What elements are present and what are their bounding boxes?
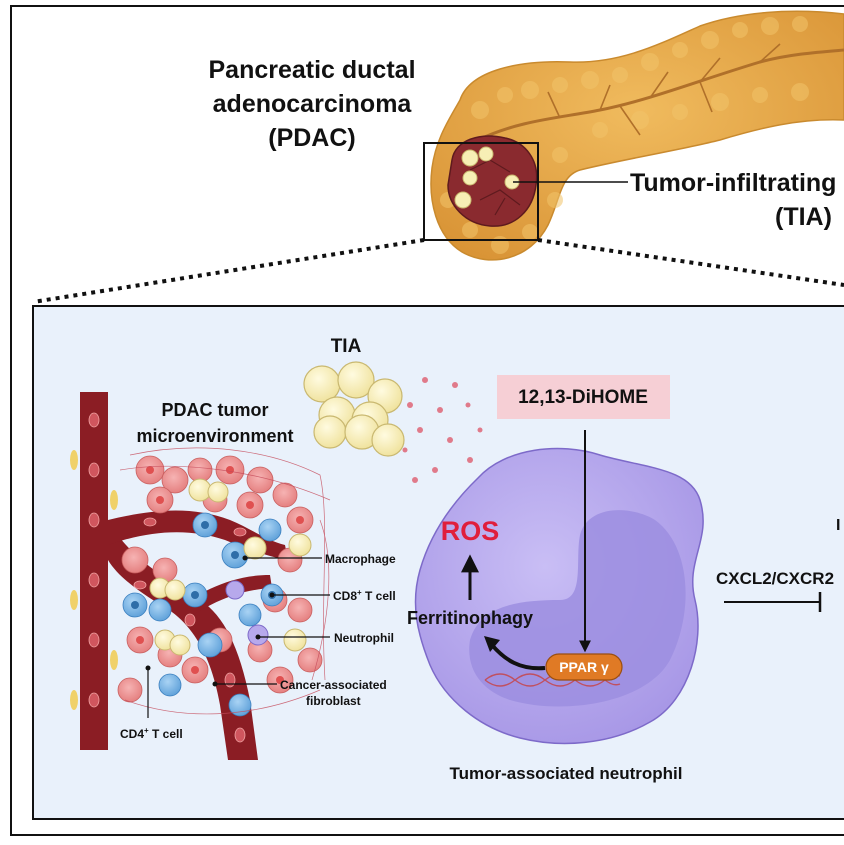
ppar-to-ferritinophagy-arrow bbox=[490, 643, 546, 671]
caf-label-line2: fibroblast bbox=[306, 694, 361, 708]
tia-label: TIA bbox=[331, 336, 362, 357]
cut-off-letter: I bbox=[836, 517, 840, 534]
pdac-title-line2: adenocarcinoma bbox=[213, 90, 413, 118]
tia-title-line2: (TIA) bbox=[775, 203, 832, 231]
tumor-microenvironment-cells bbox=[117, 447, 331, 717]
ferritinophagy-label: Ferritinophagy bbox=[407, 608, 533, 628]
tumor-mass bbox=[447, 135, 538, 227]
pdac-title-line1: Pancreatic ductal bbox=[208, 56, 415, 84]
zoom-line-left bbox=[32, 238, 425, 304]
macrophage-label: Macrophage bbox=[325, 552, 396, 566]
tan-label: Tumor-associated neutrophil bbox=[450, 764, 683, 783]
zoom-line-right bbox=[537, 238, 844, 287]
tumor-associated-neutrophil bbox=[414, 447, 704, 745]
tia-adipocytes-in-tumor bbox=[454, 146, 520, 209]
outer-frame bbox=[10, 5, 844, 836]
tia-title-line1: Tumor-infiltrating bbox=[630, 169, 836, 197]
neutrophil-label: Neutrophil bbox=[334, 631, 394, 645]
microenv-title-line1: PDAC tumor bbox=[162, 400, 269, 420]
microenv-title-line2: microenvironment bbox=[136, 426, 293, 446]
blood-vessel bbox=[70, 392, 288, 760]
ppar-gamma-badge bbox=[545, 653, 623, 681]
nucleus bbox=[469, 510, 686, 707]
cd8-label: CD8+ T cell bbox=[333, 588, 396, 603]
cd4-label: CD4+ T cell bbox=[120, 726, 183, 741]
ros-label: ROS bbox=[441, 516, 500, 546]
ppar-label: PPAR γ bbox=[559, 659, 609, 675]
tia-adipocyte-cluster bbox=[303, 361, 405, 457]
cxcl-label: CXCL2/CXCR2 bbox=[716, 569, 834, 588]
pancreas-illustration bbox=[423, 10, 844, 261]
pdac-title-line3: (PDAC) bbox=[268, 124, 356, 152]
zoom-box bbox=[423, 142, 539, 241]
dihome-label: 12,13-DiHOME bbox=[518, 387, 648, 408]
dihome-box bbox=[497, 375, 670, 419]
caf-label-line1: Cancer-associated bbox=[280, 678, 387, 692]
